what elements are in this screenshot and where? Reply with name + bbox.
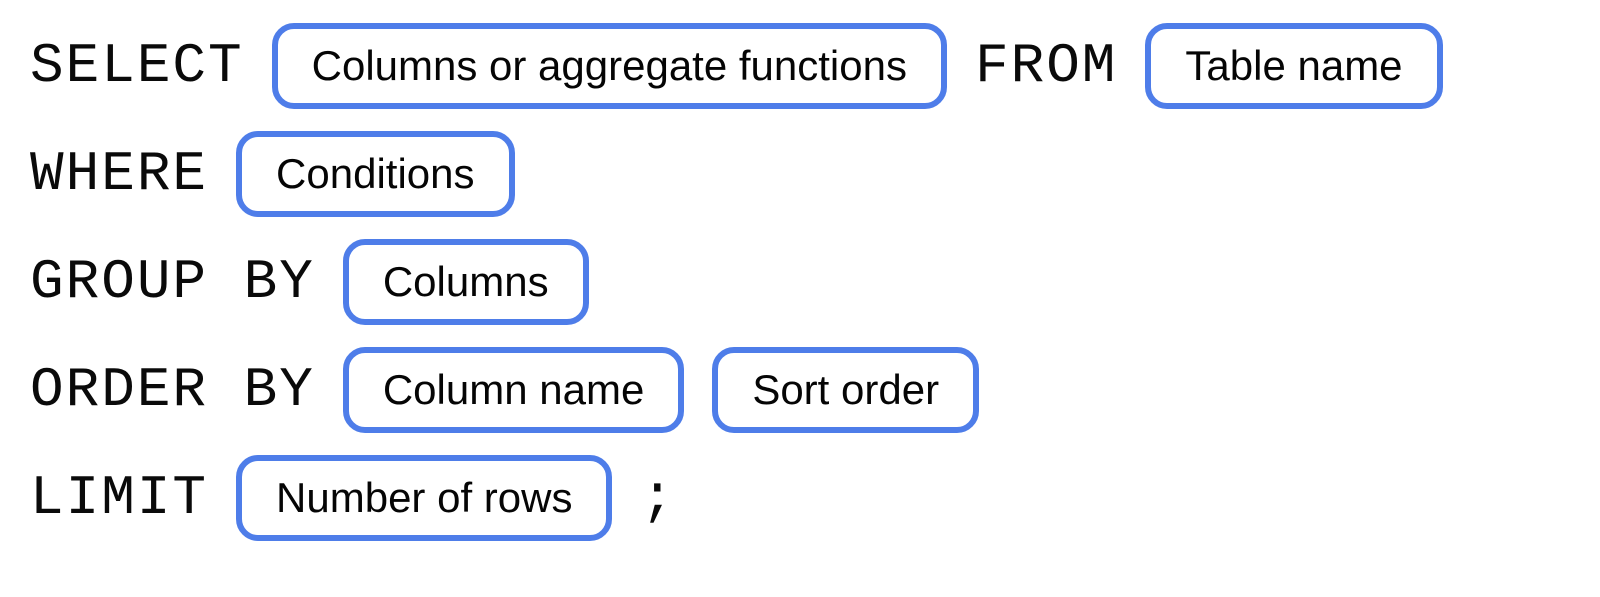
sql-syntax-diagram: SELECT Columns or aggregate functions FROM… [30, 22, 1600, 542]
placeholder-pill: Columns or aggregate functions [271, 23, 947, 109]
placeholder-pill: Number of rows [236, 455, 613, 541]
placeholder-pill: Table name [1145, 23, 1443, 109]
syntax-row: ORDER BY Column name Sort order [30, 346, 1600, 434]
syntax-row: LIMIT Number of rows; [30, 454, 1600, 542]
sql-keyword: WHERE [30, 142, 209, 206]
statement-terminator: ; [640, 466, 675, 530]
sql-keyword: SELECT [30, 34, 244, 98]
placeholder-pill: Conditions [236, 131, 515, 217]
syntax-row: GROUP BY Columns [30, 238, 1600, 326]
syntax-row: WHERE Conditions [30, 130, 1600, 218]
sql-keyword: FROM [974, 34, 1118, 98]
sql-keyword: ORDER BY [30, 358, 315, 422]
placeholder-pill: Columns [342, 239, 589, 325]
placeholder-pill: Sort order [712, 347, 980, 433]
sql-keyword: LIMIT [30, 466, 209, 530]
sql-keyword: GROUP BY [30, 250, 315, 314]
placeholder-pill: Column name [342, 347, 685, 433]
syntax-row: SELECT Columns or aggregate functions FROM… [30, 22, 1600, 110]
